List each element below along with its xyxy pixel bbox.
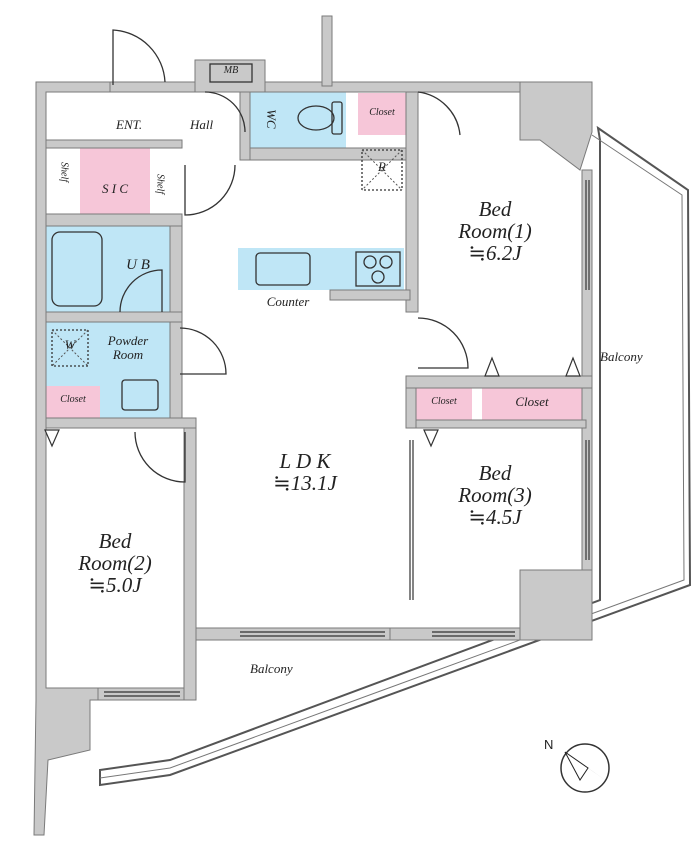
wall-right-top — [519, 81, 593, 171]
door-bed2 — [134, 431, 186, 483]
wall-bottom-bed2 — [97, 687, 195, 701]
burner-1 — [363, 255, 377, 269]
bed1-label: Bed Room(1) ≒6.2J — [458, 197, 532, 266]
fridge-box — [361, 149, 403, 191]
north-label: N — [544, 737, 554, 752]
wall-counter-end — [329, 289, 411, 301]
door-bed1 — [417, 91, 461, 136]
wall-top-right — [264, 81, 521, 93]
closet-mid-label: Closet — [431, 396, 457, 407]
closet-right-label: Closet — [515, 394, 549, 409]
sic-fill — [80, 148, 150, 214]
kitchen-sink — [255, 252, 311, 286]
balcony-bottom-label: Balcony — [250, 661, 293, 676]
wc-label: WC — [263, 109, 279, 129]
toilet — [297, 105, 335, 131]
ub-label: U B — [126, 257, 150, 273]
ldk-label: L D K ≒13.1J — [273, 449, 337, 496]
wall-h1 — [45, 213, 183, 227]
wall-stub — [321, 15, 333, 87]
burner-3 — [371, 270, 385, 284]
counter-fill — [238, 248, 404, 290]
wall-h2 — [45, 311, 183, 323]
counter-label: Counter — [266, 294, 310, 309]
wall-sic-left — [45, 139, 183, 149]
wall-bottom-ldk — [187, 627, 391, 641]
wall-bed1-bottom — [405, 375, 593, 389]
balcony-right-label: Balcony — [600, 349, 643, 364]
entrance-label: ENT. — [116, 117, 143, 132]
sic-label: S I C — [102, 181, 128, 196]
powder-label: Powder Room — [107, 333, 149, 362]
bed2-label: Bed Room(2) ≒5.0J — [78, 529, 152, 598]
wall-right-bottom — [519, 569, 593, 641]
north-compass — [560, 743, 610, 793]
toilet-tank — [331, 101, 343, 135]
door-hall — [184, 164, 236, 216]
wall-bed2-right — [183, 419, 197, 701]
closet-right-fill — [482, 388, 582, 420]
shelf-right-label: Shelf — [154, 174, 166, 194]
wall-right — [581, 169, 593, 631]
wall-bed3-left — [405, 387, 417, 429]
door-bed1-lower — [417, 317, 469, 369]
washer-box — [51, 329, 89, 367]
bed3-label: Bed Room(3) ≒4.5J — [458, 461, 532, 530]
ub-fill — [46, 226, 170, 312]
stove — [355, 251, 401, 287]
wall-top-mid — [194, 59, 266, 93]
mb-box — [209, 63, 253, 83]
wall-left — [33, 81, 111, 836]
door-wc — [204, 91, 246, 133]
closet-mid-fill — [416, 388, 472, 420]
mb-label: MB — [223, 65, 239, 76]
bathtub — [51, 231, 103, 307]
balcony-rail — [99, 134, 685, 779]
door-ub — [119, 269, 163, 313]
wall-h3 — [45, 417, 197, 429]
fridge-label: R — [378, 159, 386, 174]
closet-top-fill — [358, 93, 406, 135]
wall-top-left — [109, 81, 196, 93]
closet-left-label: Closet — [60, 394, 86, 405]
closet-top-label: Closet — [369, 107, 395, 118]
washer-label: W — [64, 337, 76, 352]
wall-bed1-left — [405, 91, 419, 313]
wall-bottom-right — [389, 627, 521, 641]
burner-2 — [379, 255, 393, 269]
door-entrance — [112, 29, 166, 85]
closet-left-fill — [46, 386, 100, 418]
door-powder — [179, 327, 227, 375]
shelf-left-label: Shelf — [58, 162, 70, 182]
sink — [121, 379, 159, 411]
hall-label: Hall — [190, 117, 214, 132]
wall-closets-bottom — [415, 419, 587, 429]
